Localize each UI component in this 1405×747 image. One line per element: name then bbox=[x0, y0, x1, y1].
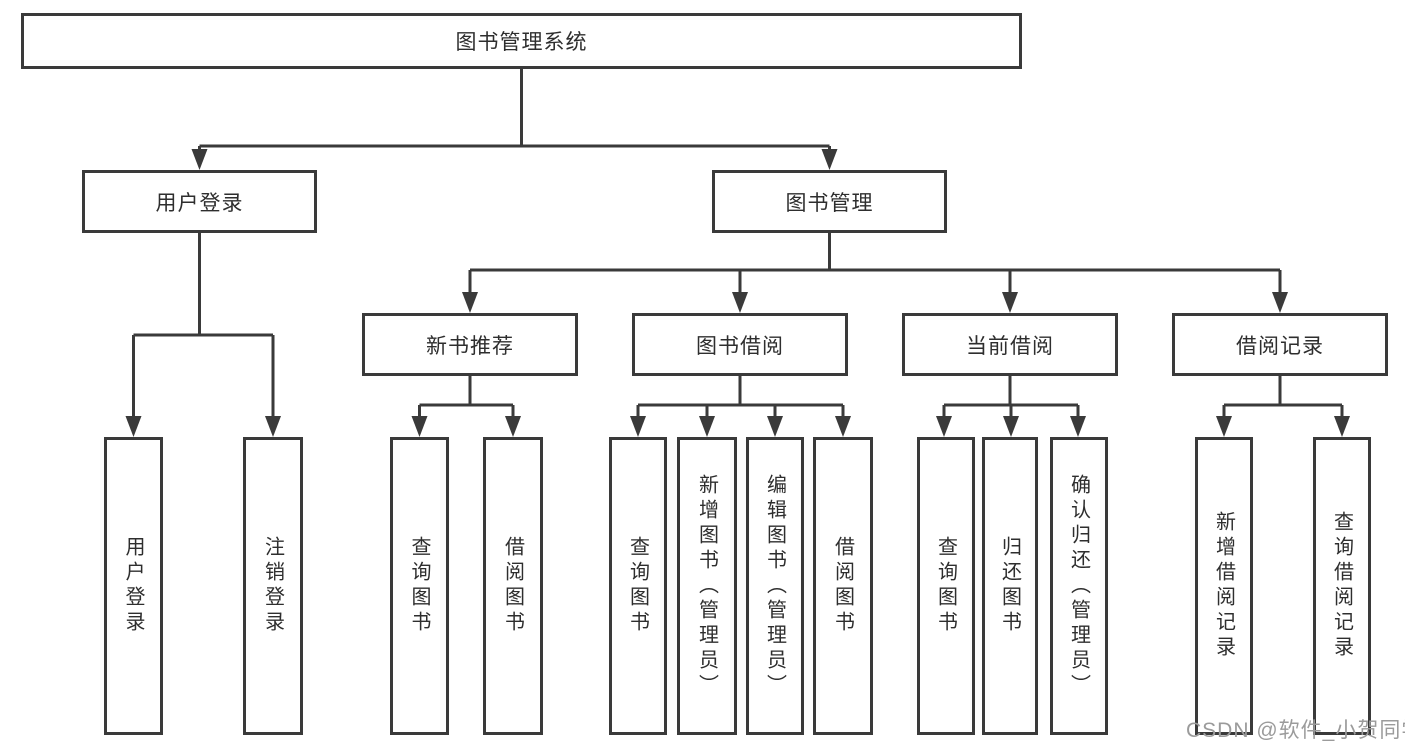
node-borrow-record: 借阅记录 bbox=[1172, 313, 1388, 376]
node-book-borrow: 图书借阅 bbox=[632, 313, 848, 376]
leaf-record-add-borrow-record: 新增借阅记录 bbox=[1195, 437, 1253, 735]
leaf-borrow-borrow-book: 借阅图书 bbox=[813, 437, 873, 735]
node-user-login: 用户登录 bbox=[82, 170, 317, 233]
leaf-current-query-book: 查询图书 bbox=[917, 437, 975, 735]
arrow-down-icons bbox=[125, 149, 1350, 437]
node-new-book-recommend: 新书推荐 bbox=[362, 313, 578, 376]
leaf-user-login: 用户登录 bbox=[104, 437, 163, 735]
leaf-borrow-query-book: 查询图书 bbox=[609, 437, 667, 735]
node-current-borrow: 当前借阅 bbox=[902, 313, 1118, 376]
leaf-logout-login: 注销登录 bbox=[243, 437, 303, 735]
leaf-record-query-borrow-record: 查询借阅记录 bbox=[1313, 437, 1371, 735]
leaf-current-return-book: 归还图书 bbox=[982, 437, 1038, 735]
leaf-recommend-query-book: 查询图书 bbox=[390, 437, 449, 735]
leaf-recommend-borrow-book: 借阅图书 bbox=[483, 437, 543, 735]
leaf-current-confirm-return-admin: 确认归还（管理员） bbox=[1050, 437, 1108, 735]
watermark: CSDN @软件_小贺同学 bbox=[1186, 719, 1405, 742]
node-book-management: 图书管理 bbox=[712, 170, 947, 233]
leaf-borrow-add-book-admin: 新增图书（管理员） bbox=[677, 437, 737, 735]
node-root-system: 图书管理系统 bbox=[21, 13, 1022, 69]
leaf-borrow-edit-book-admin: 编辑图书（管理员） bbox=[746, 437, 804, 735]
